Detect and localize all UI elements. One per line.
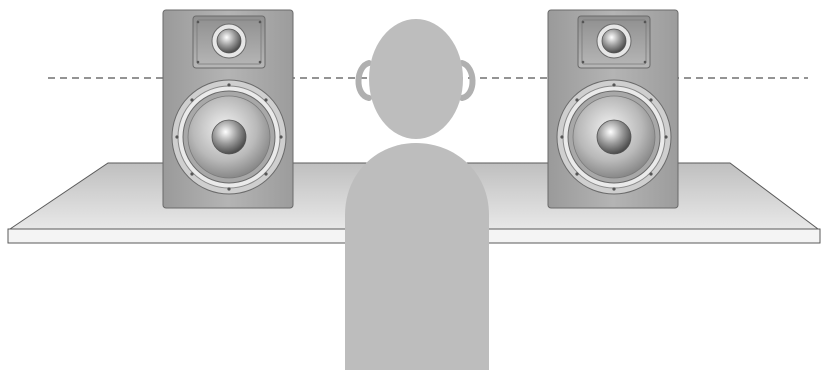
right-ear-icon: [459, 60, 476, 101]
left-speaker-icon: [162, 9, 294, 209]
listener-head: [369, 19, 463, 139]
person-silhouette-icon: [345, 19, 489, 370]
left-ear-icon: [355, 60, 372, 101]
listener-body: [345, 143, 489, 370]
right-speaker-icon: [547, 9, 679, 209]
